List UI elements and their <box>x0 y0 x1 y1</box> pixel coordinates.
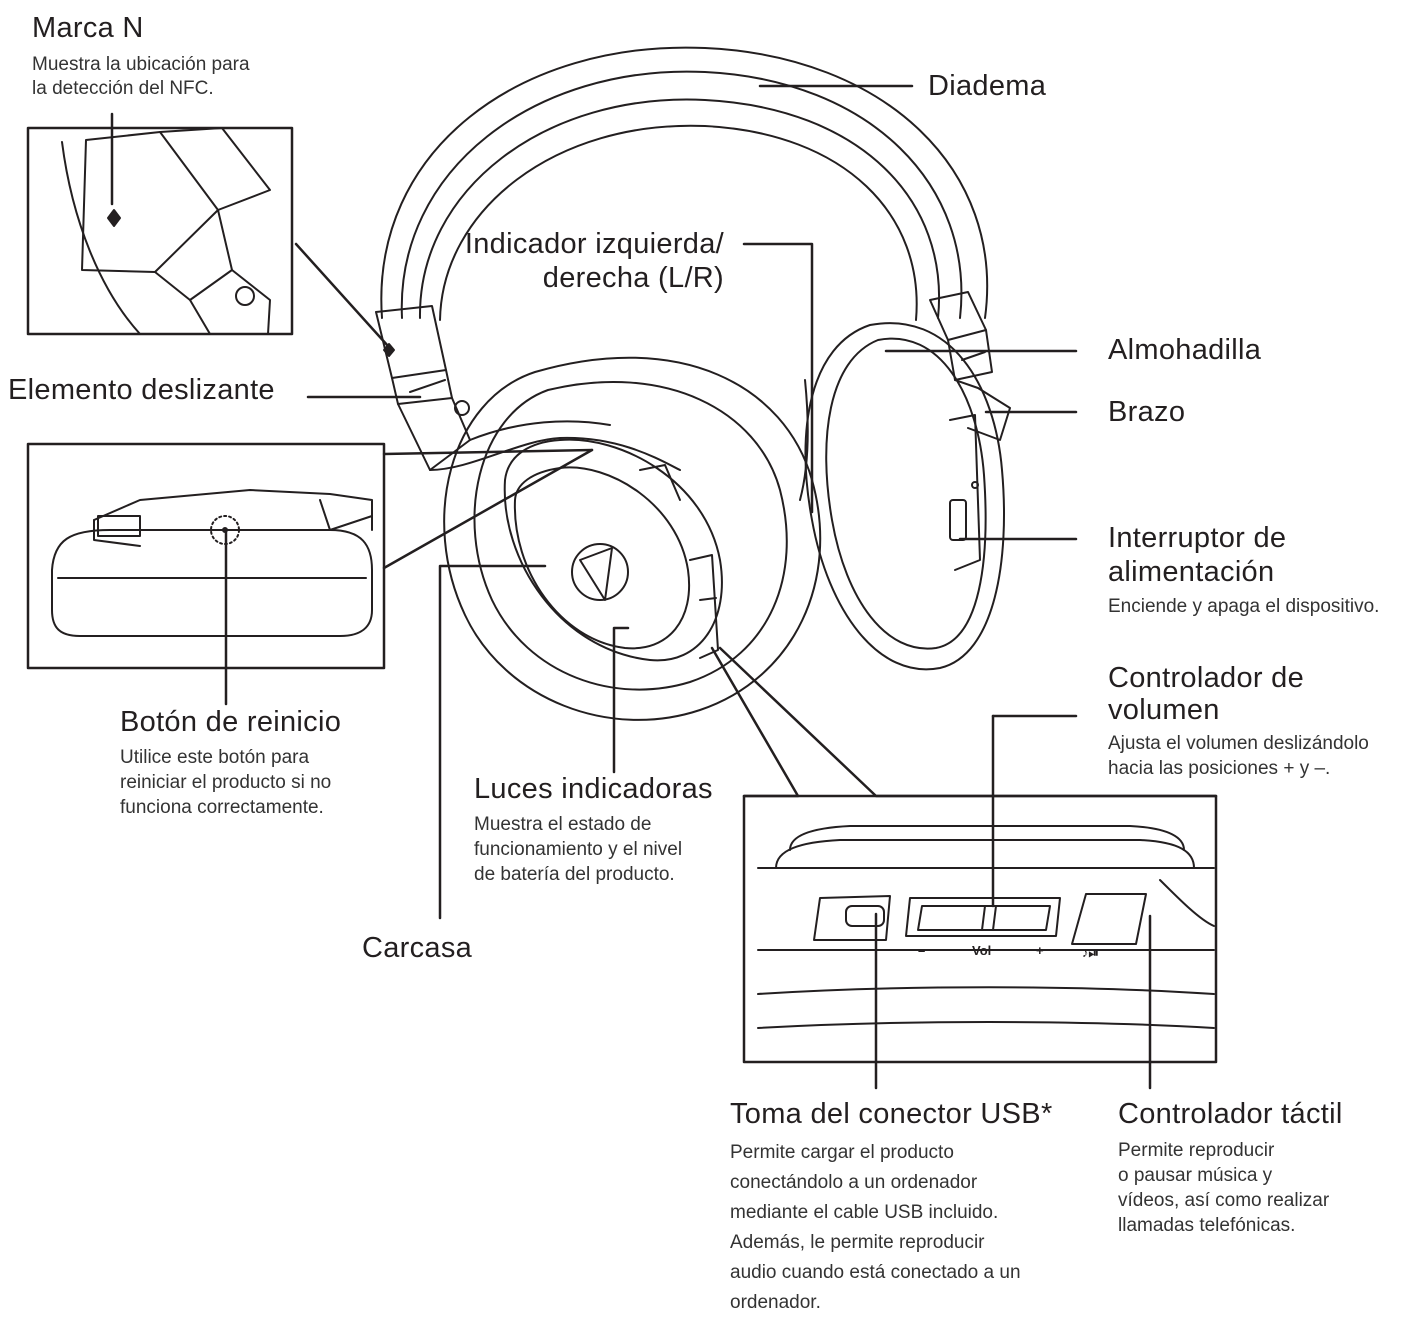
label-reinicio-desc-2: reiniciar el producto si no <box>120 772 332 793</box>
label-volumen-desc-2: hacia las posiciones + y –. <box>1108 758 1331 779</box>
label-volumen-1: Controlador de <box>1108 662 1305 694</box>
label-marca-n-desc-1: Muestra la ubicación para <box>32 54 250 75</box>
callout-carcasa <box>438 564 547 920</box>
label-diadema: Diadema <box>928 70 1047 102</box>
callout-indicador <box>742 242 814 514</box>
panel-vol-mark: Vol <box>972 943 991 958</box>
label-usb-desc-1: Permite cargar el producto <box>730 1142 954 1163</box>
label-tactil-desc-3: vídeos, así como realizar <box>1118 1190 1330 1211</box>
label-usb-desc-2: conectándolo a un ordenador <box>730 1172 978 1193</box>
panel-plus-mark: + <box>1036 943 1044 958</box>
callout-usb-wedge-1 <box>710 646 800 798</box>
label-luces-title: Luces indicadoras <box>474 773 713 805</box>
label-volumen-2: volumen <box>1108 694 1220 726</box>
label-marca-n-title: Marca N <box>32 12 144 44</box>
label-volumen-desc-1: Ajusta el volumen deslizándolo <box>1108 733 1369 754</box>
label-usb-title: Toma del conector USB* <box>730 1098 1053 1130</box>
label-reinicio-title: Botón de reinicio <box>120 706 342 738</box>
callout-marca-connector <box>294 242 390 348</box>
label-luces-desc-1: Muestra el estado de <box>474 814 652 835</box>
label-tactil-title: Controlador táctil <box>1118 1098 1343 1130</box>
label-usb-desc-3: mediante el cable USB incluido. <box>730 1202 999 1223</box>
panel-play-mark: ♪⏯ <box>1082 945 1099 960</box>
label-marca-n-desc-2: la detección del NFC. <box>32 78 214 99</box>
label-tactil-desc-4: llamadas telefónicas. <box>1118 1215 1296 1236</box>
panel-minus-mark: – <box>918 943 925 958</box>
inset-reset <box>26 442 386 670</box>
inset-panel <box>742 794 1218 1064</box>
label-usb-desc-6: ordenador. <box>730 1292 821 1313</box>
label-elemento-deslizante: Elemento deslizante <box>8 374 275 406</box>
callout-luces <box>612 626 630 774</box>
label-indicador-1: Indicador izquierda/ <box>464 228 724 260</box>
label-indicador-2: derecha (L/R) <box>542 262 724 294</box>
label-brazo: Brazo <box>1108 396 1186 428</box>
label-usb-desc-5: audio cuando está conectado a un <box>730 1262 1021 1283</box>
label-reinicio-desc-3: funciona correctamente. <box>120 797 324 818</box>
label-interruptor-2: alimentación <box>1108 556 1275 588</box>
label-carcasa: Carcasa <box>362 932 473 964</box>
label-interruptor-1: Interruptor de <box>1108 522 1287 554</box>
label-almohadilla: Almohadilla <box>1108 334 1262 366</box>
callout-reset-wedge-2 <box>382 448 594 570</box>
headband <box>380 46 989 321</box>
label-luces-desc-3: de batería del producto. <box>474 864 675 885</box>
label-tactil-desc-2: o pausar música y <box>1118 1165 1273 1186</box>
left-slider <box>375 305 471 471</box>
label-tactil-desc-1: Permite reproducir <box>1118 1140 1275 1161</box>
label-reinicio-desc-1: Utilice este botón para <box>120 747 310 768</box>
label-usb-desc-4: Además, le permite reproducir <box>730 1232 985 1253</box>
inset-nfc <box>26 126 294 336</box>
right-slider <box>929 291 1011 441</box>
left-ear-cup <box>443 356 822 721</box>
label-luces-desc-2: funcionamiento y el nivel <box>474 839 683 860</box>
callout-reset-wedge-1 <box>382 448 594 456</box>
label-interruptor-desc: Enciende y apaga el dispositivo. <box>1108 596 1380 617</box>
right-ear-cup <box>804 322 1005 671</box>
